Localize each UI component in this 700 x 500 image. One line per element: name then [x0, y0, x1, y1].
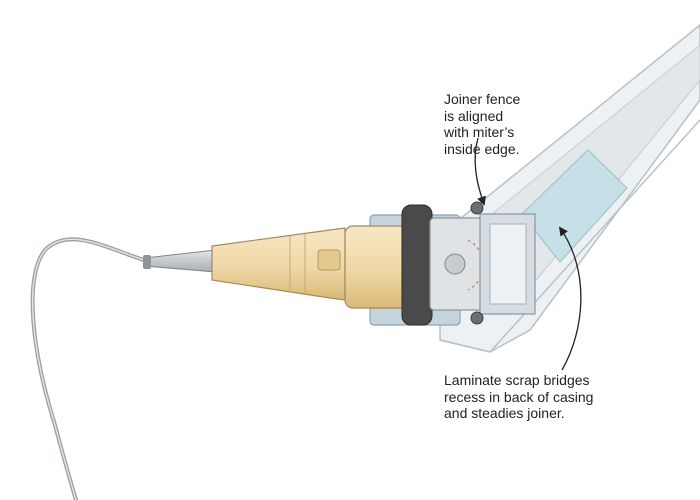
note-line: Laminate scrap bridges — [444, 372, 590, 388]
laminate-scrap — [521, 149, 628, 263]
note-line: with miter’s — [444, 124, 515, 140]
note-line: inside edge. — [444, 140, 520, 157]
fence-alignment-note: Joiner fence is aligned with miter’s ins… — [444, 91, 520, 157]
note-line: Joiner fence — [444, 91, 521, 107]
callout-arrow — [558, 226, 582, 371]
biscuit-joiner — [143, 201, 536, 326]
note-line: recess in back of casing — [444, 388, 594, 405]
laminate-scrap-note: Laminate scrap bridges recess in back of… — [444, 372, 593, 422]
power-cord — [30, 237, 152, 500]
note-line: and steadies joiner. — [444, 405, 565, 421]
note-line: is aligned — [444, 107, 504, 124]
callout-arrow — [474, 137, 486, 206]
